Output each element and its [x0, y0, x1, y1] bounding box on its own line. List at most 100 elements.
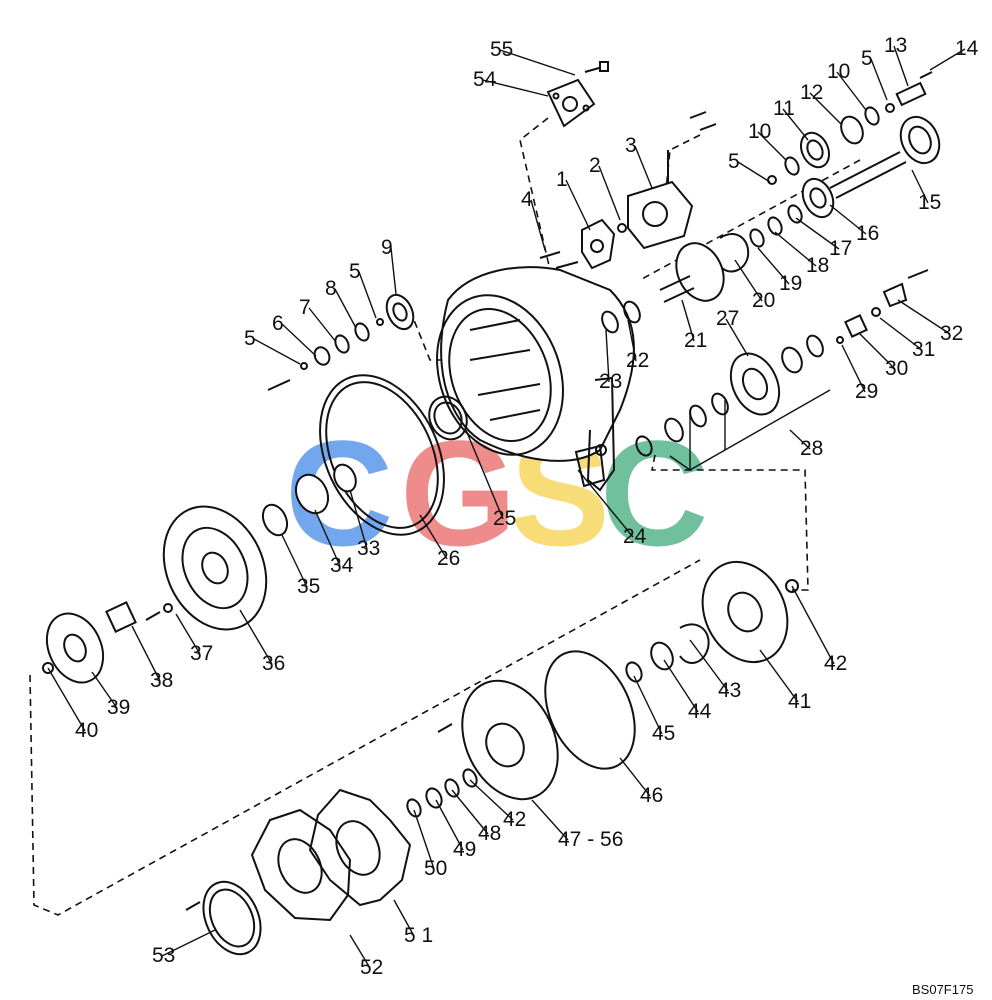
- leader-c31: [879, 317, 923, 351]
- callout-c17: 17: [829, 237, 852, 260]
- callout-c45: 45: [652, 722, 675, 745]
- callout-c7: 7: [299, 296, 311, 319]
- callout-c10b: 10: [748, 120, 771, 143]
- callout-c11: 11: [773, 97, 795, 120]
- leader-c28: [789, 429, 811, 450]
- callout-c8: 8: [325, 277, 337, 300]
- callout-c4: 4: [521, 188, 533, 211]
- leader-c45: [633, 675, 663, 735]
- callout-c40: 40: [75, 719, 98, 742]
- part-17-19-rings: [749, 204, 803, 248]
- part-35-ring: [261, 503, 289, 537]
- leader-c22: [627, 319, 637, 362]
- dash-big-loop: [651, 454, 809, 591]
- callout-c39: 39: [107, 696, 130, 719]
- callout-c27: 27: [716, 307, 739, 330]
- part-53-ring: [185, 880, 262, 956]
- part-45-seal: [625, 661, 643, 683]
- part-14-pin: [919, 71, 933, 79]
- callout-c22: 22: [626, 349, 649, 372]
- leader-c17: [795, 217, 840, 250]
- callout-c43: 43: [718, 679, 741, 702]
- callout-c28: 28: [800, 437, 823, 460]
- callout-c38: 38: [150, 669, 173, 692]
- part-11-gear: [799, 131, 831, 169]
- callout-c41: 41: [788, 690, 811, 713]
- leader-c13: [893, 45, 909, 87]
- callout-c18: 18: [806, 254, 829, 277]
- leader-c2: [598, 165, 621, 221]
- callout-c5d: 5: [244, 327, 256, 350]
- part-1-gasket: [581, 218, 616, 270]
- leader-lines: [47, 45, 966, 969]
- part-43-snap-ring: [679, 623, 710, 664]
- leader-c38: [131, 625, 161, 682]
- leader-c40: [47, 667, 86, 732]
- leader-c11: [782, 108, 809, 141]
- leader-c43: [689, 639, 729, 692]
- leader-c12: [809, 92, 843, 126]
- part-3-pump: [627, 111, 717, 250]
- leader-c37: [175, 613, 201, 655]
- part-15-shaft: [829, 115, 941, 199]
- leader-c19: [757, 247, 790, 285]
- leader-c50: [413, 809, 435, 870]
- part-39-turbine: [45, 612, 105, 684]
- leader-c54: [482, 79, 549, 97]
- leader-c32: [897, 299, 951, 335]
- leader-c30: [859, 333, 896, 370]
- callout-c44: 44: [688, 700, 712, 723]
- part-20-snap-ring: [719, 233, 750, 273]
- leader-c42a: [791, 585, 835, 665]
- leader-c3: [634, 145, 653, 189]
- part-37-38: [105, 601, 173, 633]
- dash-top-plate: [519, 117, 551, 271]
- leader-c55: [499, 49, 576, 76]
- part-51-52-flex-plates: [250, 788, 412, 922]
- leader-c53: [161, 929, 216, 957]
- part-42-plug: [785, 579, 799, 593]
- callout-c31: 31: [912, 338, 935, 361]
- leader-c8: [334, 288, 357, 329]
- leader-c4: [530, 199, 546, 251]
- part-40-nut: [42, 662, 54, 674]
- callout-c2: 2: [589, 154, 601, 177]
- callout-c30: 30: [885, 357, 908, 380]
- callout-c51: 5 1: [404, 924, 433, 947]
- housing-ribs: [469, 319, 541, 421]
- part-47-56-flywheel-housing: [437, 679, 559, 801]
- callout-c1: 1: [556, 168, 568, 191]
- part-5-8-small-parts: [267, 318, 384, 391]
- callout-c52: 52: [360, 956, 383, 979]
- callout-c42b: 42: [503, 808, 526, 831]
- leader-c26: [419, 514, 448, 560]
- leader-c29: [841, 344, 866, 393]
- callout-c49: 49: [453, 838, 476, 861]
- part-46-gasket: [544, 650, 636, 770]
- leader-c21: [681, 299, 695, 342]
- leader-c10a: [836, 71, 867, 111]
- leader-c16: [829, 204, 867, 235]
- callout-c34: 34: [330, 554, 354, 577]
- part-28-bearings-spacers: [635, 334, 831, 471]
- callout-c53: 53: [152, 944, 175, 967]
- leader-c36: [239, 609, 273, 665]
- leader-c5b: [737, 161, 771, 183]
- leader-c9: [390, 247, 397, 295]
- leader-c23: [605, 329, 610, 383]
- callout-c9: 9: [381, 236, 393, 259]
- dash-gear-9: [409, 309, 452, 361]
- leader-c46: [619, 757, 651, 797]
- callout-c23: 23: [599, 370, 622, 393]
- part-13-sleeve: [895, 81, 927, 107]
- leader-c15: [911, 169, 929, 204]
- leader-c24: [577, 469, 634, 538]
- leader-c51: [393, 899, 415, 937]
- callout-c36: 36: [262, 652, 285, 675]
- callout-c12: 12: [800, 81, 823, 104]
- callout-c15: 15: [918, 191, 941, 214]
- callout-c6: 6: [272, 312, 284, 335]
- part-12-bearing: [840, 115, 864, 145]
